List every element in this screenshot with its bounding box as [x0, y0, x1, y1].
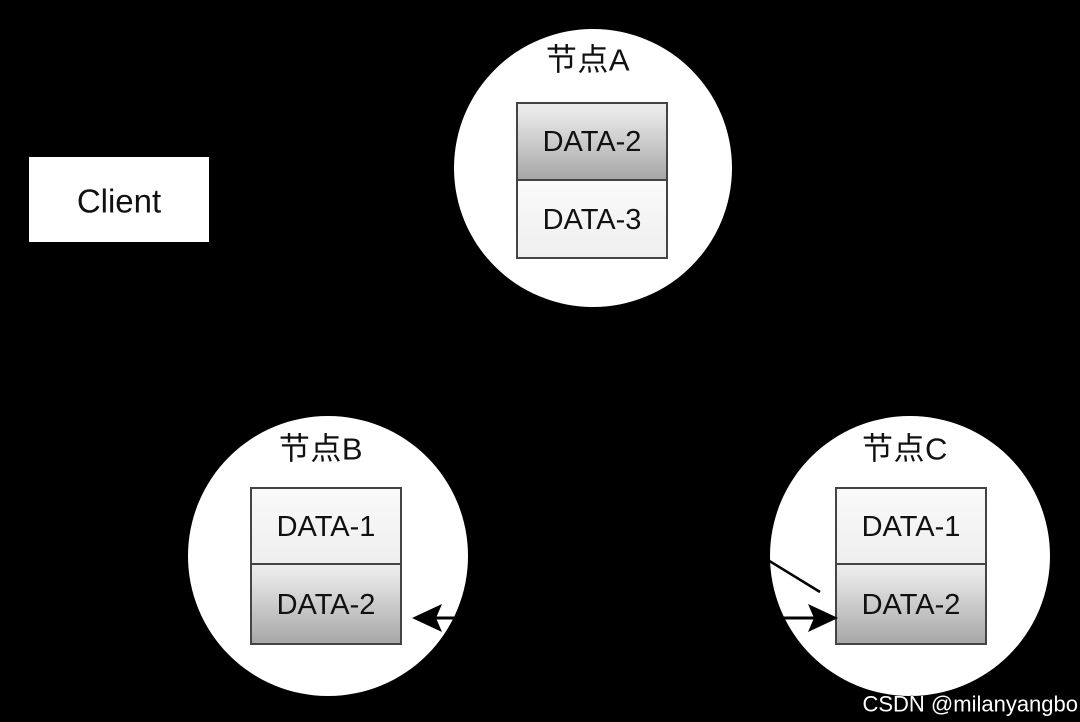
node-a-data3-label: DATA-3	[543, 204, 642, 236]
node-a: 节点A DATA-2 DATA-3	[454, 29, 732, 307]
arrowhead-into-node-b-icon	[412, 604, 442, 632]
node-c-data2-box	[835, 563, 987, 645]
node-b-data2-label: DATA-2	[277, 589, 376, 621]
node-c-data1-box	[835, 487, 987, 565]
node-b: 节点B DATA-1 DATA-2	[188, 416, 468, 696]
watermark: CSDN @milanyangbo	[862, 692, 1078, 717]
node-b-data1-label: DATA-1	[277, 511, 376, 543]
node-b-title: 节点B	[279, 432, 363, 467]
node-b-data1-box	[250, 487, 402, 565]
client-label: Client	[77, 183, 161, 220]
arrowhead-into-node-c-icon	[808, 604, 838, 632]
node-a-title: 节点A	[546, 43, 630, 78]
client-box: Client	[27, 155, 211, 244]
node-c-data1-label: DATA-1	[862, 511, 961, 543]
node-c: 节点C DATA-1 DATA-2	[770, 416, 1050, 696]
node-a-data2-box	[516, 102, 668, 181]
node-b-data2-box	[250, 563, 402, 645]
edges	[209, 216, 838, 632]
client-to-node-c-line	[209, 216, 821, 594]
client-rect	[27, 155, 211, 244]
node-a-data3-box	[516, 179, 668, 259]
node-c-data2-label: DATA-2	[862, 589, 961, 621]
node-a-data2-label: DATA-2	[543, 126, 642, 158]
node-c-title: 节点C	[862, 432, 948, 467]
